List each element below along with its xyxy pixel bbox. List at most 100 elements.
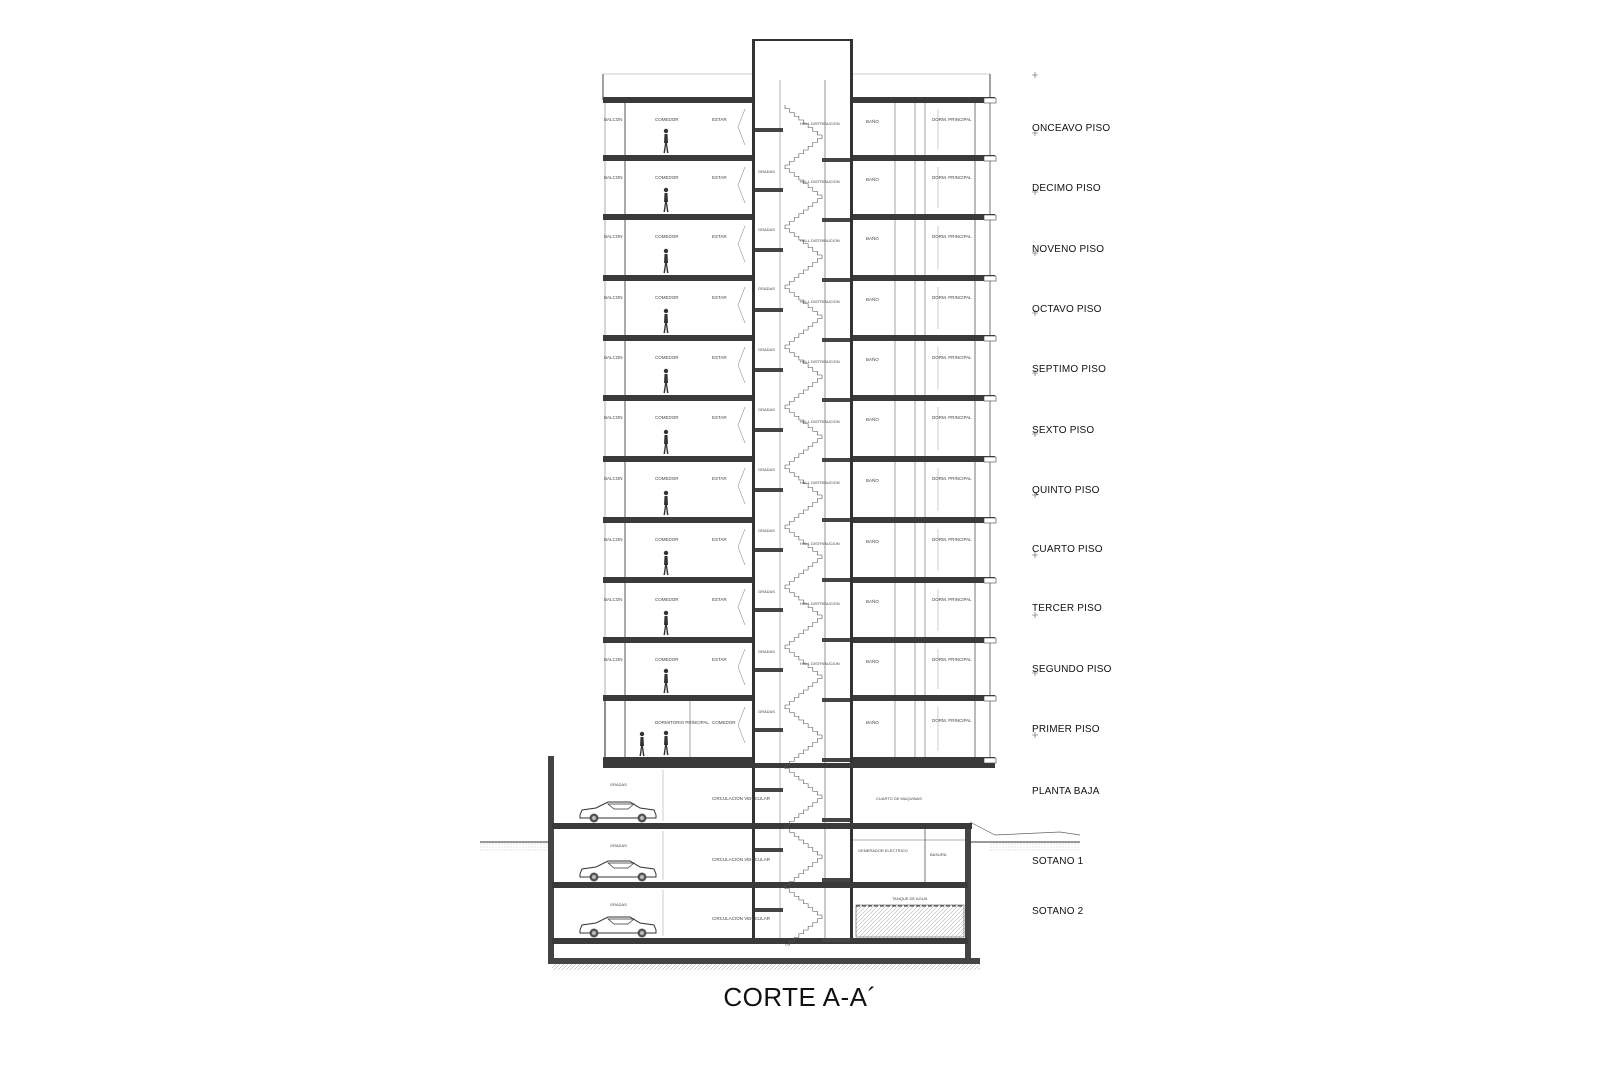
- door-swing: [737, 346, 746, 384]
- ground-terrain: [480, 821, 1081, 852]
- person-figure-primer: [639, 731, 645, 756]
- room-label-comedor: COMEDOR: [655, 476, 679, 481]
- stair-core: [752, 39, 853, 940]
- room-label-dorm: DORM. PRINCIPAL: [932, 355, 972, 360]
- floor-slab-left: [603, 456, 753, 462]
- room-label-estar: ESTAR: [712, 355, 727, 360]
- level-marker: [1032, 310, 1038, 316]
- room-label-gradas: GRADAS: [758, 169, 775, 174]
- stair-landing-right: [822, 278, 850, 282]
- room-label-gradas: GRADAS: [758, 467, 775, 472]
- slab-edge: [983, 577, 997, 584]
- room-label-estar: ESTAR: [712, 415, 727, 420]
- level-marker: [1032, 552, 1038, 558]
- water-tank: [855, 904, 965, 938]
- floor-label-tercer: TERCER PISO: [1032, 603, 1102, 614]
- person-figure: [663, 128, 669, 153]
- door-swing: [737, 406, 746, 444]
- room-label-dorm: DORM. PRINCIPAL: [932, 537, 972, 542]
- room-label-balcon: BALCON: [604, 537, 623, 542]
- level-marker: [1032, 130, 1038, 136]
- room-label-estar: ESTAR: [712, 117, 727, 122]
- room-label-comedor: COMEDOR: [655, 355, 679, 360]
- room-label-dorm: DORM. PRINCIPAL: [932, 476, 972, 481]
- room-label-cuarto-maquinas: CUARTO DE MAQUINAS: [876, 796, 922, 801]
- door-swing: [737, 225, 746, 263]
- level-marker: [1032, 431, 1038, 437]
- floor-slab-ground: [603, 763, 995, 768]
- person-figure: [663, 248, 669, 273]
- room-label-hall: HALL DISTRIBUCION: [800, 601, 840, 606]
- door-swing: [737, 706, 746, 744]
- room-label-gradas: GRADAS: [758, 347, 775, 352]
- room-label-dorm: DORM. PRINCIPAL: [932, 175, 972, 180]
- slab-edge: [983, 97, 997, 104]
- stair-landing-left: [755, 248, 783, 252]
- room-label-tanque: TANQUE DE AGUA: [892, 896, 928, 901]
- stair-landing-right: [822, 578, 850, 582]
- room-label-estar: ESTAR: [712, 597, 727, 602]
- room-label-balcon: BALCON: [604, 476, 623, 481]
- floor-label-primer: PRIMER PISO: [1032, 724, 1100, 735]
- room-label-bano: BAÑO: [866, 477, 879, 483]
- room-label-comedor: COMEDOR: [655, 597, 679, 602]
- floor-slab-basement-1: [552, 823, 972, 829]
- stair-landing-right: [822, 818, 850, 822]
- room-label-bano: BAÑO: [866, 118, 879, 124]
- room-label-balcon: BALCON: [604, 117, 623, 122]
- room-label-comedor: COMEDOR: [655, 234, 679, 239]
- floor-slab-left: [603, 97, 753, 103]
- room-label-comedor: COMEDOR: [655, 175, 679, 180]
- room-label-bano: BAÑO: [866, 176, 879, 182]
- room-label-bano: BAÑO: [866, 658, 879, 664]
- room-label-gradas: GRADAS: [758, 589, 775, 594]
- room-label-dorm: DORM. PRINCIPAL: [932, 597, 972, 602]
- stair-landing-right: [822, 698, 850, 702]
- room-label-estar: ESTAR: [712, 537, 727, 542]
- room-label-dorm: DORM. PRINCIPAL: [932, 295, 972, 300]
- stair-steps: [784, 105, 823, 946]
- room-label-hall: HALL DISTRIBUCION: [800, 541, 840, 546]
- level-marker: [1032, 670, 1038, 676]
- slab-edge: [983, 695, 997, 702]
- person-figure: [663, 550, 669, 575]
- room-label-comedor: COMEDOR: [655, 537, 679, 542]
- door-swing: [737, 467, 746, 505]
- floor-slab-left: [603, 335, 753, 341]
- roof: [602, 73, 991, 100]
- car-icon: [579, 860, 657, 882]
- room-label-gradas: GRADAS: [758, 528, 775, 533]
- floor-label-sotano-2: SOTANO 2: [1032, 906, 1084, 917]
- slab-edge: [983, 214, 997, 221]
- room-label-bano: BAÑO: [866, 296, 879, 302]
- person-figure: [663, 610, 669, 635]
- floor-slab-left: [603, 577, 753, 583]
- room-label-balcon: BALCON: [604, 657, 623, 662]
- stair-landing-right: [822, 218, 850, 222]
- floor-label-sotano-1: SOTANO 1: [1032, 856, 1084, 867]
- door-swing: [737, 166, 746, 204]
- stair-landing-right: [822, 338, 850, 342]
- floor-slab-right: [853, 97, 995, 103]
- stair-landing-left: [755, 668, 783, 672]
- slab-edge: [983, 335, 997, 342]
- floor-slab-left: [603, 155, 753, 161]
- room-label-estar: ESTAR: [712, 234, 727, 239]
- room-label-dorm: DORM. PRINCIPAL: [932, 657, 972, 662]
- floor-label-planta-baja: PLANTA BAJA: [1032, 786, 1100, 797]
- stair-landing-left: [755, 128, 783, 132]
- floor-slab-left: [603, 637, 753, 643]
- floor-label-decimo: DECIMO PISO: [1032, 183, 1101, 194]
- floor-slab-left: [603, 757, 753, 763]
- level-marker: [1032, 370, 1038, 376]
- room-label-hall: HALL DISTRIBUCION: [800, 238, 840, 243]
- room-label-bano: BAÑO: [866, 235, 879, 241]
- stair-landing-left: [755, 608, 783, 612]
- room-label-gradas: GRADAS: [758, 407, 775, 412]
- room-label-gradas: GRADAS: [758, 227, 775, 232]
- stair-landing-right: [822, 758, 850, 762]
- room-label-gradas-parking: GRADAS: [610, 782, 627, 787]
- level-marker: [1032, 732, 1038, 738]
- room-label-hall: HALL DISTRIBUCION: [800, 179, 840, 184]
